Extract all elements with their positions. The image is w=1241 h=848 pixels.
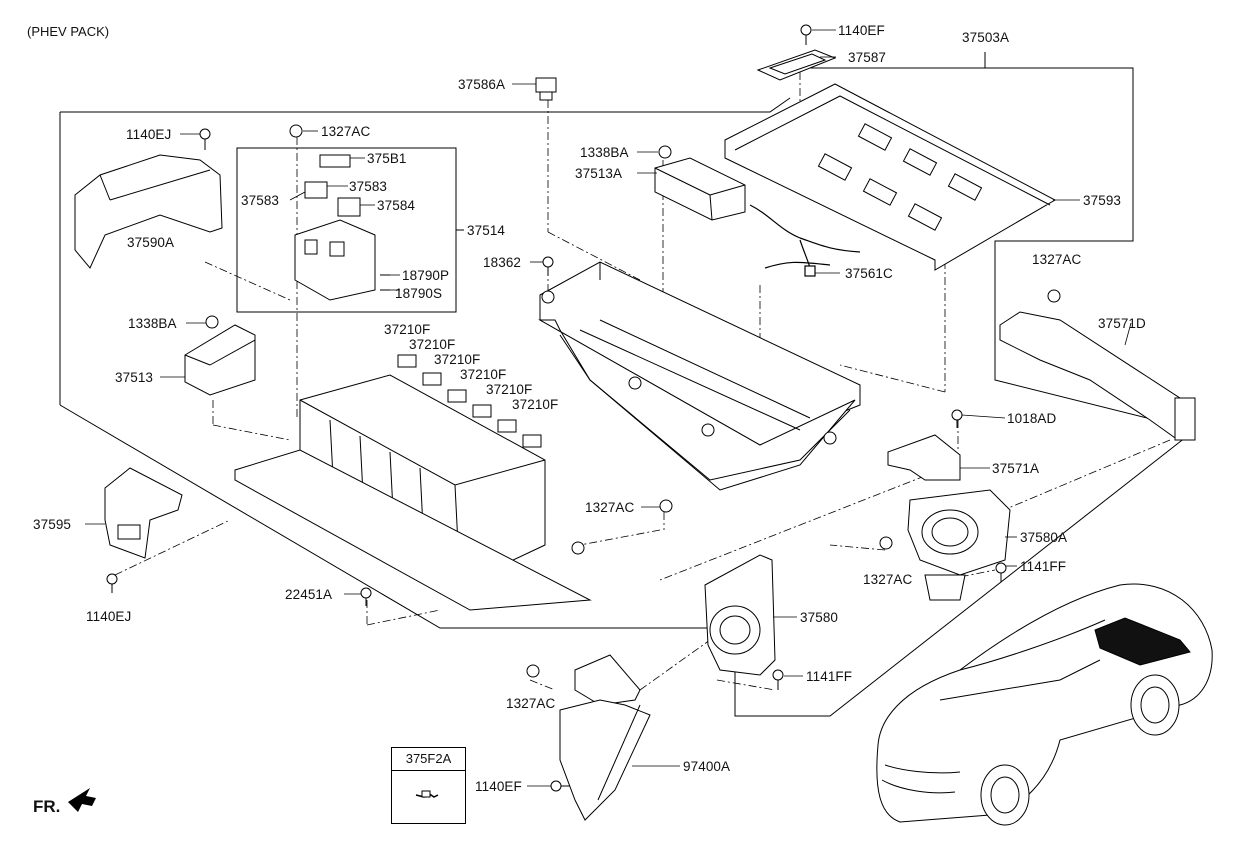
part-label-18790P: 18790P [402,268,450,283]
vehicle-illustration [876,583,1213,826]
part-label-37210F-6: 37210F [512,397,559,412]
part-label-1327AC-right: 1327AC [1032,252,1082,267]
part-label-18362: 18362 [483,255,522,270]
pack-boundary-line [60,97,791,113]
part-label-37587: 37587 [848,50,887,65]
top-cover-37593 [724,83,1057,271]
inset-375F2A: 375F2A [391,747,466,824]
clip-icon [415,790,439,798]
part-label-1141FF-right: 1141FF [1020,559,1067,574]
part-label-97400A: 97400A [683,759,731,774]
part-label-1338BA-left: 1338BA [128,316,177,331]
blower-37580 [704,554,776,676]
blocks-37210F [397,354,542,448]
part-label-37580: 37580 [800,610,839,625]
part-label-37583-b: 37583 [241,193,280,208]
part-label-37503A: 37503A [962,30,1010,45]
fasteners [106,24,1061,792]
bracket-37503A [790,67,1196,431]
part-label-37561C: 37561C [845,266,893,281]
part-label-1327AC-center: 1327AC [585,500,635,515]
connector-37586A [535,77,557,101]
part-label-37210F-1: 37210F [384,322,431,337]
blower-37580A [907,489,1011,601]
part-label-1140EJ-top: 1140EJ [126,127,172,142]
part-label-1338BA-mid: 1338BA [580,145,629,160]
part-label-37586A: 37586A [458,77,506,92]
relay-assembly-37514 [294,154,390,301]
part-label-22451A: 22451A [285,587,333,602]
front-arrow-icon [68,788,96,812]
part-label-37590A: 37590A [127,235,175,250]
part-label-37513: 37513 [115,370,154,385]
part-label-1327AC-r2: 1327AC [863,572,913,587]
part-label-37584: 37584 [377,198,416,213]
cover-plate-37587 [756,49,837,81]
part-label-37571D: 37571D [1098,316,1146,331]
part-label-1141FF-bottom: 1141FF [806,669,853,684]
shield-37595 [104,467,183,559]
duct-37571A [887,434,961,481]
part-label-37595: 37595 [33,517,72,532]
wire-harness-37561C [749,204,861,277]
battery-pack-body [234,374,592,611]
part-label-37593: 37593 [1083,193,1122,208]
pack-tray-frame [538,261,861,491]
part-label-1018AD: 1018AD [1007,411,1057,426]
part-label-37580A: 37580A [1020,530,1068,545]
part-label-37571A: 37571A [992,461,1040,476]
inset-title: 375F2A [392,748,465,771]
part-label-37513A: 37513A [575,166,623,181]
part-label-37514: 37514 [467,223,506,238]
part-label-37210F-2: 37210F [409,337,456,352]
part-label-18790S: 18790S [395,286,443,301]
part-label-1327AC-top: 1327AC [321,124,371,139]
part-label-37210F-5: 37210F [486,382,533,397]
part-label-375B1: 375B1 [367,151,407,166]
duct-37571D [999,311,1196,441]
module-37513 [184,324,256,396]
front-direction-label: FR. [33,797,61,816]
part-label-1140EF-top: 1140EF [838,23,885,38]
part-label-1327AC-bottom: 1327AC [506,696,556,711]
part-label-37583-a: 37583 [349,179,388,194]
part-label-37210F-4: 37210F [460,367,507,382]
part-label-1140EF-bottom: 1140EF [475,779,522,794]
battery-highlight [1094,617,1191,666]
module-37513A [654,157,746,221]
part-label-1140EJ-bottom: 1140EJ [86,609,132,624]
part-label-37210F-3: 37210F [434,352,481,367]
diagram-header: (PHEV PACK) [27,24,110,39]
shield-37590A [74,154,223,269]
duct-97400A [559,654,651,821]
